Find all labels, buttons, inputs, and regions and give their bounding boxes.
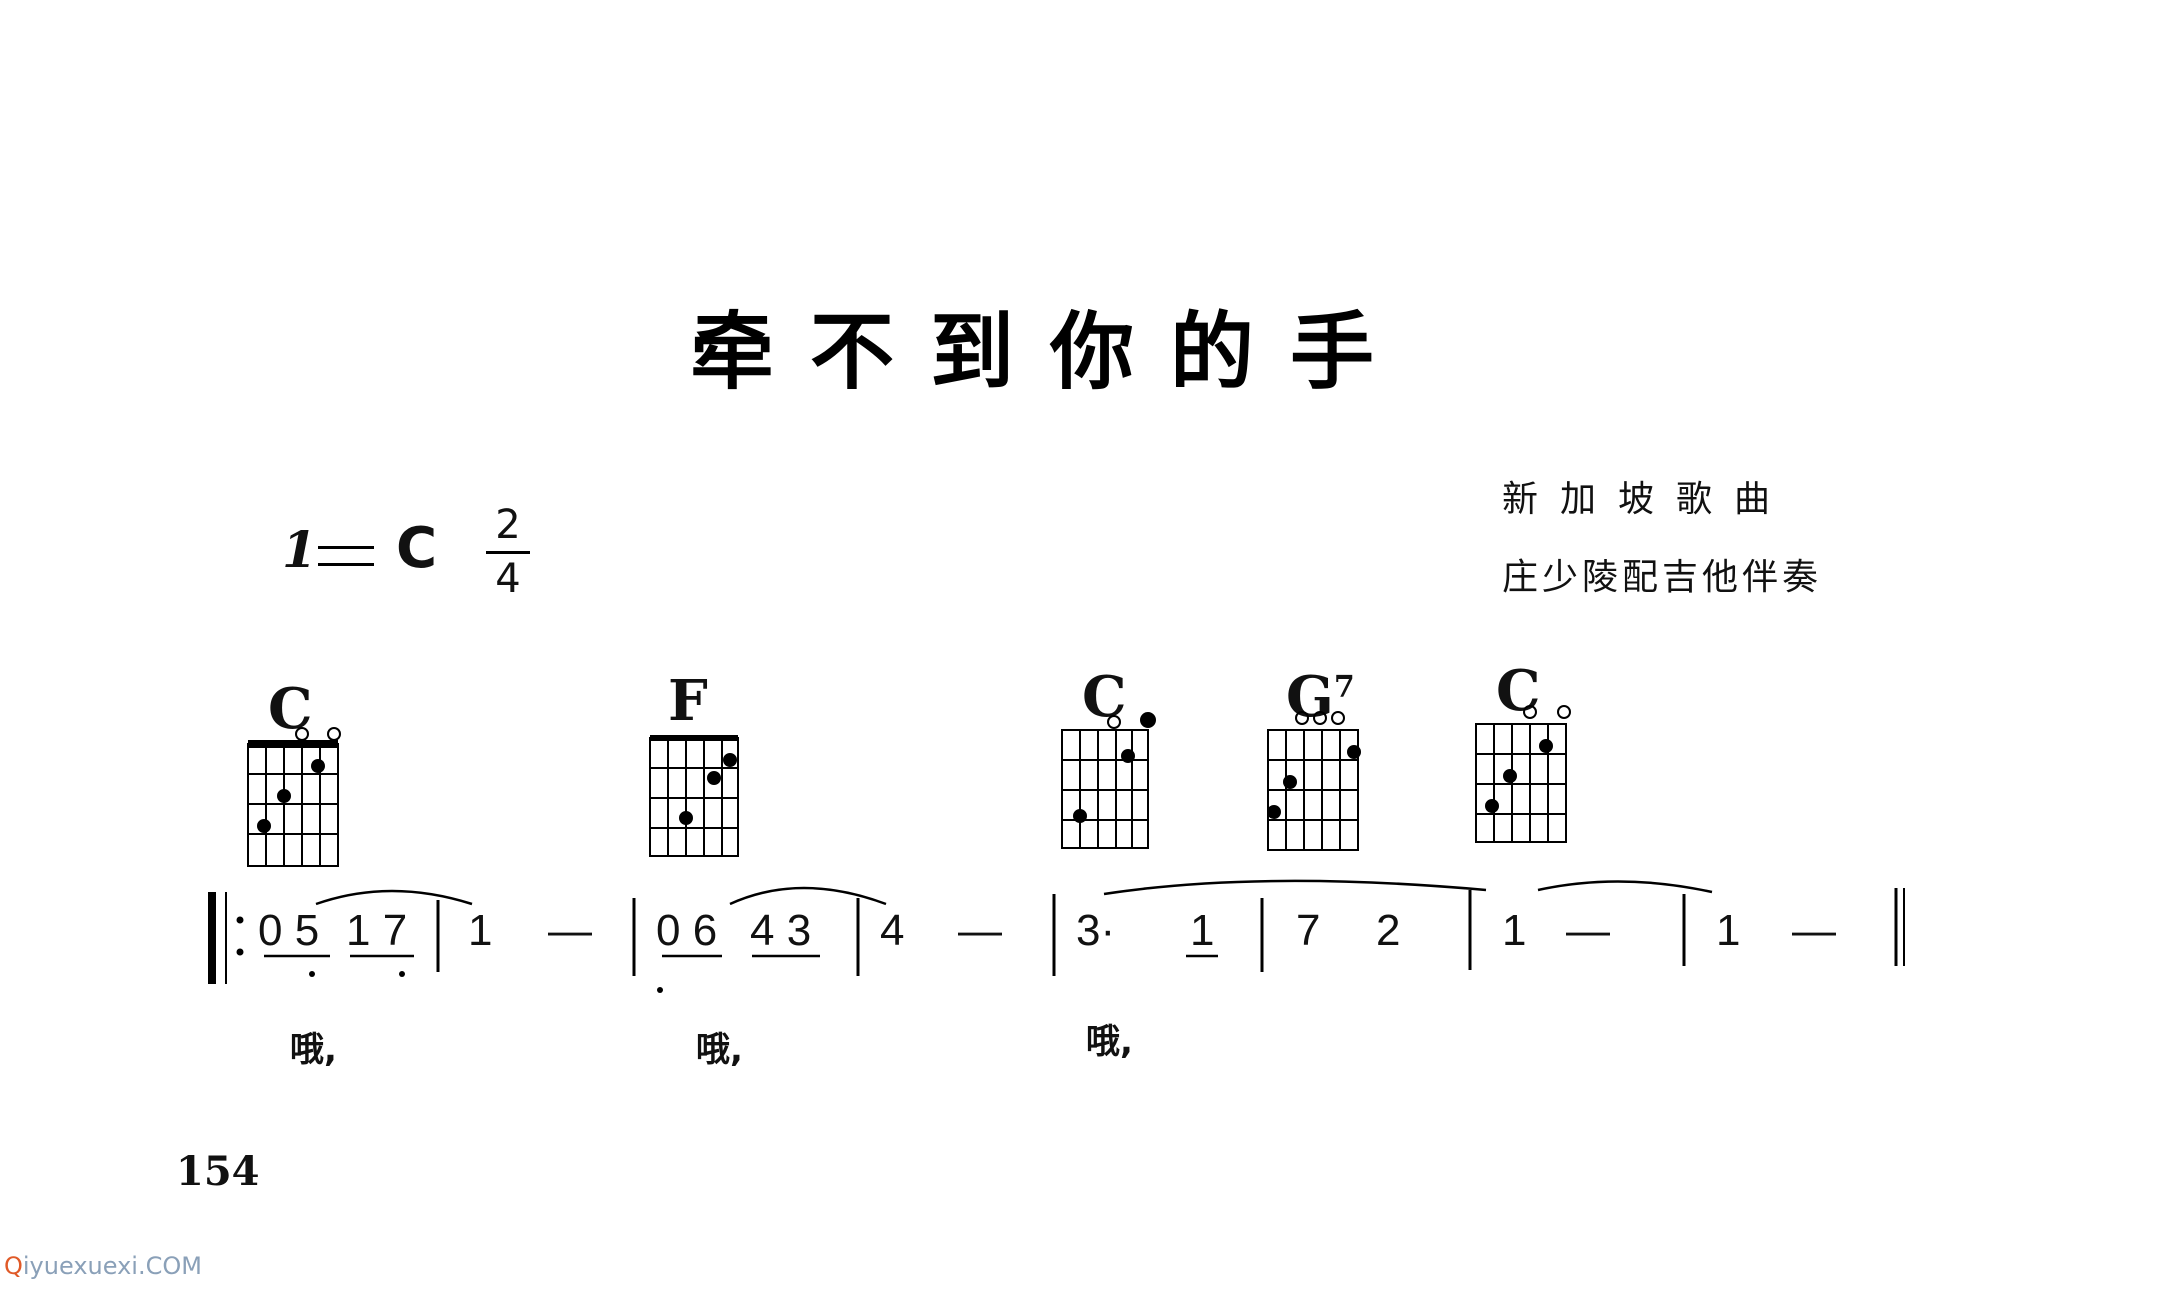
measure-4-beat-1: 4 bbox=[880, 906, 905, 955]
time-signature-bar bbox=[486, 551, 530, 554]
slurs-and-underlines bbox=[264, 879, 1713, 958]
measure-6-beat-2: 2 bbox=[1376, 906, 1401, 955]
song-title: 牵不到你的手 bbox=[690, 302, 1411, 401]
measure-8-beat-1: 1 bbox=[1716, 906, 1741, 955]
measure-1-beat-2: 1 7 bbox=[346, 906, 408, 955]
measure-2-beat-1: 1 bbox=[468, 906, 493, 955]
time-signature-denominator: 4 bbox=[495, 556, 521, 602]
measure-5-beat-2: 1 bbox=[1190, 906, 1215, 955]
measure-1-beat-1: 0 5 bbox=[258, 906, 320, 955]
key-tonic: C bbox=[396, 516, 438, 581]
site-watermark: Qiyuexuexi.COM bbox=[4, 1252, 202, 1280]
chord-name-1: C bbox=[268, 676, 313, 742]
measure-6-beat-1: 7 bbox=[1296, 906, 1321, 955]
key-symbol: 1 bbox=[282, 520, 317, 579]
key-equals-sign bbox=[318, 546, 374, 566]
measure-8-beat-2: — bbox=[1792, 906, 1836, 955]
chord-diagram-3 bbox=[1061, 712, 1156, 849]
chord-name-5: C bbox=[1496, 658, 1541, 724]
chord-diagram-1 bbox=[247, 727, 341, 867]
lyric-3: 哦, bbox=[1086, 1022, 1133, 1062]
measure-4-beat-2: — bbox=[958, 906, 1002, 955]
time-signature-numerator: 2 bbox=[495, 502, 521, 548]
lyric-2: 哦, bbox=[696, 1030, 743, 1070]
measure-7-beat-1: 1 bbox=[1502, 906, 1527, 955]
chord-diagram-2 bbox=[649, 735, 739, 857]
octave-dots bbox=[309, 971, 663, 993]
measure-3-beat-2: 4 3 bbox=[750, 906, 812, 955]
arranger-credit: 庄少陵配吉他伴奏 bbox=[1502, 557, 1823, 598]
measure-3-beat-1: 0 6 bbox=[656, 906, 718, 955]
lyric-1: 哦, bbox=[290, 1030, 337, 1070]
staff-barlines bbox=[208, 888, 1905, 984]
measure-2-beat-2: — bbox=[548, 906, 592, 955]
chord-name-2: F bbox=[668, 668, 708, 734]
measure-5-beat-1: 3· bbox=[1076, 906, 1116, 955]
song-origin: 新加坡歌曲 bbox=[1502, 479, 1793, 520]
chord-diagram-4 bbox=[1267, 711, 1361, 851]
measure-7-beat-2: — bbox=[1566, 906, 1610, 955]
chord-diagram-5 bbox=[1475, 705, 1571, 843]
page-number: 154 bbox=[176, 1148, 260, 1195]
